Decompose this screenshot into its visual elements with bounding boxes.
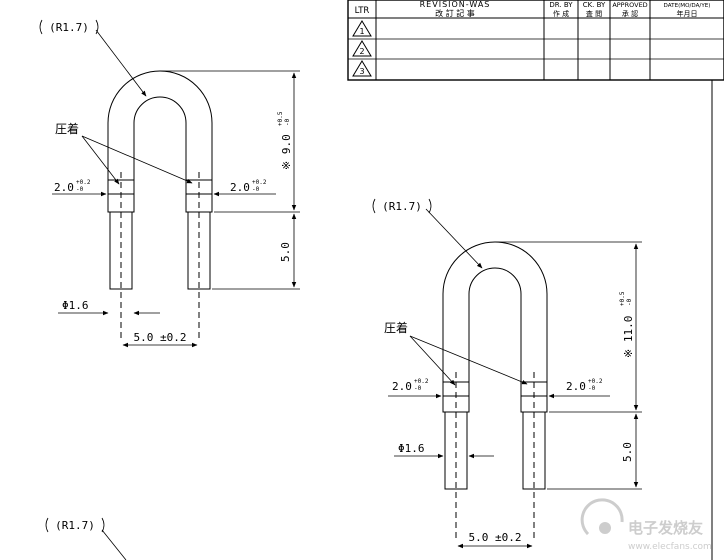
watermark-logo-icon bbox=[580, 498, 624, 536]
revision-triangle-icon bbox=[352, 40, 372, 57]
revision-header: REVISION-WAS bbox=[420, 0, 491, 9]
revision-table-frame bbox=[347, 0, 724, 81]
revision-header-jp: 改 訂 記 事 bbox=[435, 8, 475, 18]
part-a-crimp-left-tol-lower: -0 bbox=[76, 186, 84, 193]
revision-row-3-ltr: 3 bbox=[352, 60, 372, 77]
part-b-height-dim: ※ 11.0 bbox=[622, 316, 635, 358]
part-c-radius-leader bbox=[101, 529, 127, 560]
part-a-radius-label: (R1.7) bbox=[49, 21, 89, 34]
part-b-radius-label: (R1.7) bbox=[382, 200, 422, 213]
part-a-diameter: Φ1.6 bbox=[62, 299, 89, 312]
revision-letter: 3 bbox=[359, 67, 364, 76]
part-b-drawing: (R1.7) 圧着 2.0 +0.2 -0 2.0 +0.2 -0 bbox=[372, 198, 642, 549]
revision-letter: 2 bbox=[359, 47, 364, 56]
part-b-crimp-leader-left bbox=[409, 335, 456, 386]
part-a-leg-dim: 5.0 bbox=[279, 242, 292, 262]
part-a-height-dim: ※ 9.0 bbox=[280, 134, 293, 170]
part-b-crimp-right-tol-lower: -0 bbox=[588, 385, 596, 392]
watermark-brand: 电子发烧友 bbox=[628, 519, 703, 537]
dr-by-header-jp: 作 成 bbox=[553, 9, 569, 18]
part-a-height-tol-lower: -0 bbox=[284, 118, 291, 126]
revision-row-1-ltr: 1 bbox=[352, 20, 372, 37]
part-b-crimp-label: 圧着 bbox=[384, 320, 408, 335]
watermark-site: www.elecfans.com bbox=[628, 542, 712, 552]
part-a-crimp-right-tol-lower: -0 bbox=[252, 186, 260, 193]
part-b-crimp-left-dim: 2.0 bbox=[392, 380, 412, 393]
part-a-height-tol-upper: +0.5 bbox=[277, 111, 284, 126]
part-b-crimp-left-tol-upper: +0.2 bbox=[414, 378, 429, 385]
part-b-height-tol-lower: -0 bbox=[626, 298, 633, 306]
ck-by-header-jp: 査 閲 bbox=[586, 9, 602, 18]
revision-triangle-icon bbox=[352, 20, 372, 37]
dr-by-header: DR. BY bbox=[549, 1, 573, 9]
revision-row-2-ltr: 2 bbox=[352, 40, 372, 57]
part-a-crimp-right-tol-upper: +0.2 bbox=[252, 179, 267, 186]
part-a-crimp-left-tol-upper: +0.2 bbox=[76, 179, 91, 186]
date-header-jp: 年月日 bbox=[677, 9, 698, 18]
part-a-radius-callout: (R1.7) bbox=[39, 19, 147, 97]
part-b-crimp-right-tol-upper: +0.2 bbox=[588, 378, 603, 385]
part-a-pitch: 5.0 ±0.2 bbox=[134, 331, 187, 344]
part-a-u-outer bbox=[107, 70, 213, 180]
part-b-diameter: Φ1.6 bbox=[398, 442, 425, 455]
part-b-radius-leader bbox=[425, 208, 483, 269]
part-b-u-inner bbox=[468, 267, 522, 355]
revision-letter: 1 bbox=[359, 27, 364, 36]
part-a-crimp-leader-left bbox=[81, 135, 120, 185]
part-b-leg-dim: 5.0 bbox=[621, 442, 634, 462]
part-a-u-inner bbox=[133, 96, 187, 180]
approved-header-jp: 承 認 bbox=[622, 9, 638, 18]
part-b-pitch: 5.0 ±0.2 bbox=[469, 531, 522, 544]
watermark: 电子发烧友 www.elecfans.com bbox=[580, 498, 712, 552]
part-b-radius-callout: (R1.7) bbox=[372, 198, 483, 269]
part-c-radius-label: (R1.7) bbox=[55, 519, 95, 532]
part-b-crimp-left-tol-lower: -0 bbox=[414, 385, 422, 392]
part-a-crimp-left-dim: 2.0 bbox=[54, 181, 74, 194]
part-a-crimp-leader-right bbox=[81, 135, 193, 184]
part-a-crimp-right-dim: 2.0 bbox=[230, 181, 250, 194]
revision-triangle-icon bbox=[352, 60, 372, 77]
date-header: DATE(MO/DA/YE) bbox=[664, 3, 711, 9]
part-b-crimp-leader-right bbox=[409, 335, 528, 385]
ck-by-header: CK. BY bbox=[583, 1, 606, 9]
ltr-header: LTR bbox=[355, 6, 370, 16]
part-a-crimp-label: 圧着 bbox=[55, 121, 79, 136]
part-b-u-outer bbox=[442, 241, 548, 355]
approved-header: APPROVED bbox=[612, 1, 647, 9]
revision-table: LTR REVISION-WAS 改 訂 記 事 DR. BY 作 成 CK. … bbox=[347, 0, 724, 81]
part-b-crimp-right-dim: 2.0 bbox=[566, 380, 586, 393]
part-c-drawing: (R1.7) bbox=[45, 517, 127, 560]
part-a-drawing: (R1.7) 圧着 2.0 +0.2 -0 2.0 +0.2 -0 bbox=[39, 19, 300, 348]
part-b-height-tol-upper: +0.5 bbox=[619, 291, 626, 306]
part-a-radius-leader bbox=[95, 29, 147, 97]
